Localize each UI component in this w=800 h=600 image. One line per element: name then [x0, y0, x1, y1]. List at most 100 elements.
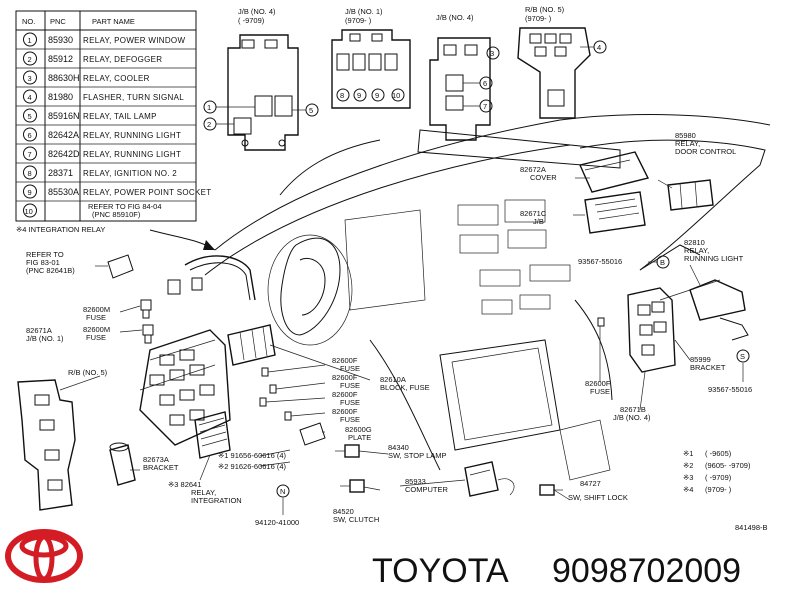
row-number: 10: [25, 207, 33, 216]
jb-no4-sketch-a: J/B (NO. 4) ( -9709) 1 2 5: [203, 7, 319, 151]
callout-82673a-name: BRACKET: [143, 463, 179, 472]
row-part-name: FLASHER, TURN SIGNAL: [83, 93, 184, 102]
callout-93567-a: 93567-55016: [578, 257, 622, 266]
rb-no5-drawing: [17, 379, 76, 511]
small-fuses: [259, 367, 326, 446]
row-number: 1: [28, 36, 32, 45]
callout-82600f-c-name: FUSE: [340, 398, 360, 407]
callout-82610a-name: BLOCK, FUSE: [380, 383, 430, 392]
legend-text: (9709- ): [705, 485, 732, 494]
row-part-name: RELAY, RUNNING LIGHT: [83, 150, 181, 159]
jb-no4-sketch-b: J/B (NO. 4) 3 6 7: [429, 13, 500, 141]
integration-relay-wiring: [149, 229, 256, 301]
relay-82641-drawing: [194, 411, 231, 459]
svg-text:8: 8: [340, 91, 344, 100]
row-number: 9: [28, 188, 32, 197]
row-pnc: 82642D: [48, 149, 80, 159]
running-light-relay-drawing: [689, 279, 749, 341]
circle-n-label: N: [280, 487, 285, 496]
callout-84727-name: SW, SHIFT LOCK: [568, 493, 628, 502]
row-part-name: RELAY, IGNITION NO. 2: [83, 169, 177, 178]
row-part-name-2: (PNC 85910F): [92, 210, 141, 219]
callout-82600f-e-name: FUSE: [590, 387, 610, 396]
table-row: 4 81980 FLASHER, TURN SIGNAL: [16, 89, 196, 107]
row-part-name: RELAY, COOLER: [83, 74, 150, 83]
table-header-part-name: PART NAME: [92, 17, 135, 26]
callout-85933-pnc: 85933: [405, 477, 426, 486]
callout-82600f-a-name: FUSE: [340, 364, 360, 373]
callout-85980-pnc: 85980: [675, 131, 696, 140]
row-part-name: RELAY, POWER POINT SOCKET: [83, 188, 211, 197]
row-number: 6: [28, 131, 32, 140]
callout-85999-pnc: 85999: [690, 355, 711, 364]
legend: ※1 ( -9605) ※2 (9605- -9709) ※3 ( -9709)…: [683, 449, 751, 494]
fuse-82600m-parts: [140, 299, 154, 344]
rb-label-date: (9709- ): [525, 14, 552, 23]
part-number: 9098702009: [552, 552, 741, 590]
brand-name: TOYOTA: [372, 552, 509, 590]
callout-82600m-1-pnc: 82600M: [83, 305, 110, 314]
row-pnc: 82642A: [48, 130, 79, 140]
legend-mark: ※1: [683, 449, 693, 458]
row-number-circle: [23, 70, 37, 85]
callout-82671c-pnc: 82671C: [520, 209, 547, 218]
row-number-circle: [23, 203, 37, 218]
callout-84520-name: SW, CLUTCH: [333, 515, 379, 524]
jb-label: J/B (NO. 4): [238, 7, 276, 16]
callout-82600g-pnc: 82600G: [345, 425, 372, 434]
circle-s-label: S: [740, 352, 745, 361]
row-number: 2: [28, 55, 32, 64]
svg-text:7: 7: [483, 102, 487, 111]
callout-85933-name: COMPUTER: [405, 485, 449, 494]
callout-82671a-pnc: 82671A: [26, 326, 52, 335]
callout-82600f-c-pnc: 82600F: [332, 390, 358, 399]
table-row: 6 82642A RELAY, RUNNING LIGHT: [16, 127, 196, 145]
refer-fig-pnc: (PNC 82641B): [26, 266, 75, 275]
callout-84727-pnc: 84727: [580, 479, 601, 488]
callout-82600f-e-pnc: 82600F: [585, 379, 611, 388]
legend-text: (9605- -9709): [705, 461, 751, 470]
refer-fig-relay-sketch: [95, 254, 134, 279]
jb-label-date: (9709- ): [345, 16, 372, 25]
callout-82671c-name: J/B: [533, 217, 544, 226]
callout-82600f-d-pnc: 82600F: [332, 407, 358, 416]
jb-no1-sketch: J/B (NO. 1) (9709- ) 8 9 9 10: [331, 7, 411, 109]
legend-text: ( -9605): [705, 449, 732, 458]
callout-84520-pnc: 84520: [333, 507, 354, 516]
callout-82600g-name: PLATE: [348, 433, 371, 442]
jb-82671b-drawing: [627, 287, 676, 373]
row-part-name: RELAY, POWER WINDOW: [83, 36, 185, 45]
row-pnc: 85912: [48, 54, 73, 64]
row-part-name: RELAY, RUNNING LIGHT: [83, 131, 181, 140]
callout-82641-pnc: ※3 82641: [168, 480, 201, 489]
legend-mark: ※2: [683, 461, 693, 470]
svg-text:10: 10: [392, 91, 400, 100]
legend-text: ( -9709): [705, 473, 732, 482]
row-pnc: 81980: [48, 92, 73, 102]
callout-82810-name: RELAY,: [684, 246, 709, 255]
row-pnc: 85916N: [48, 111, 80, 121]
svg-text:9: 9: [375, 91, 379, 100]
callout-82610a-pnc: 82610A: [380, 375, 406, 384]
jb-no1-82671a-drawing: [139, 329, 231, 446]
callout-rb-no5: R/B (NO. 5): [68, 368, 108, 377]
row-pnc: 28371: [48, 168, 73, 178]
row-number: 8: [28, 169, 32, 178]
callout-85980-name: RELAY,: [675, 139, 700, 148]
row-pnc: 88630H: [48, 73, 80, 83]
callout-82600f-a-pnc: 82600F: [332, 356, 358, 365]
table-header-no: NO.: [22, 17, 35, 26]
jb-label: J/B (NO. 4): [436, 13, 474, 22]
callout-85980-name-2: DOOR CONTROL: [675, 147, 736, 156]
row-number: 4: [28, 93, 32, 102]
svg-text:2: 2: [207, 120, 211, 129]
callout-85999-name: BRACKET: [690, 363, 726, 372]
callout-91626: ※2 91626-60616 (4): [218, 462, 287, 471]
